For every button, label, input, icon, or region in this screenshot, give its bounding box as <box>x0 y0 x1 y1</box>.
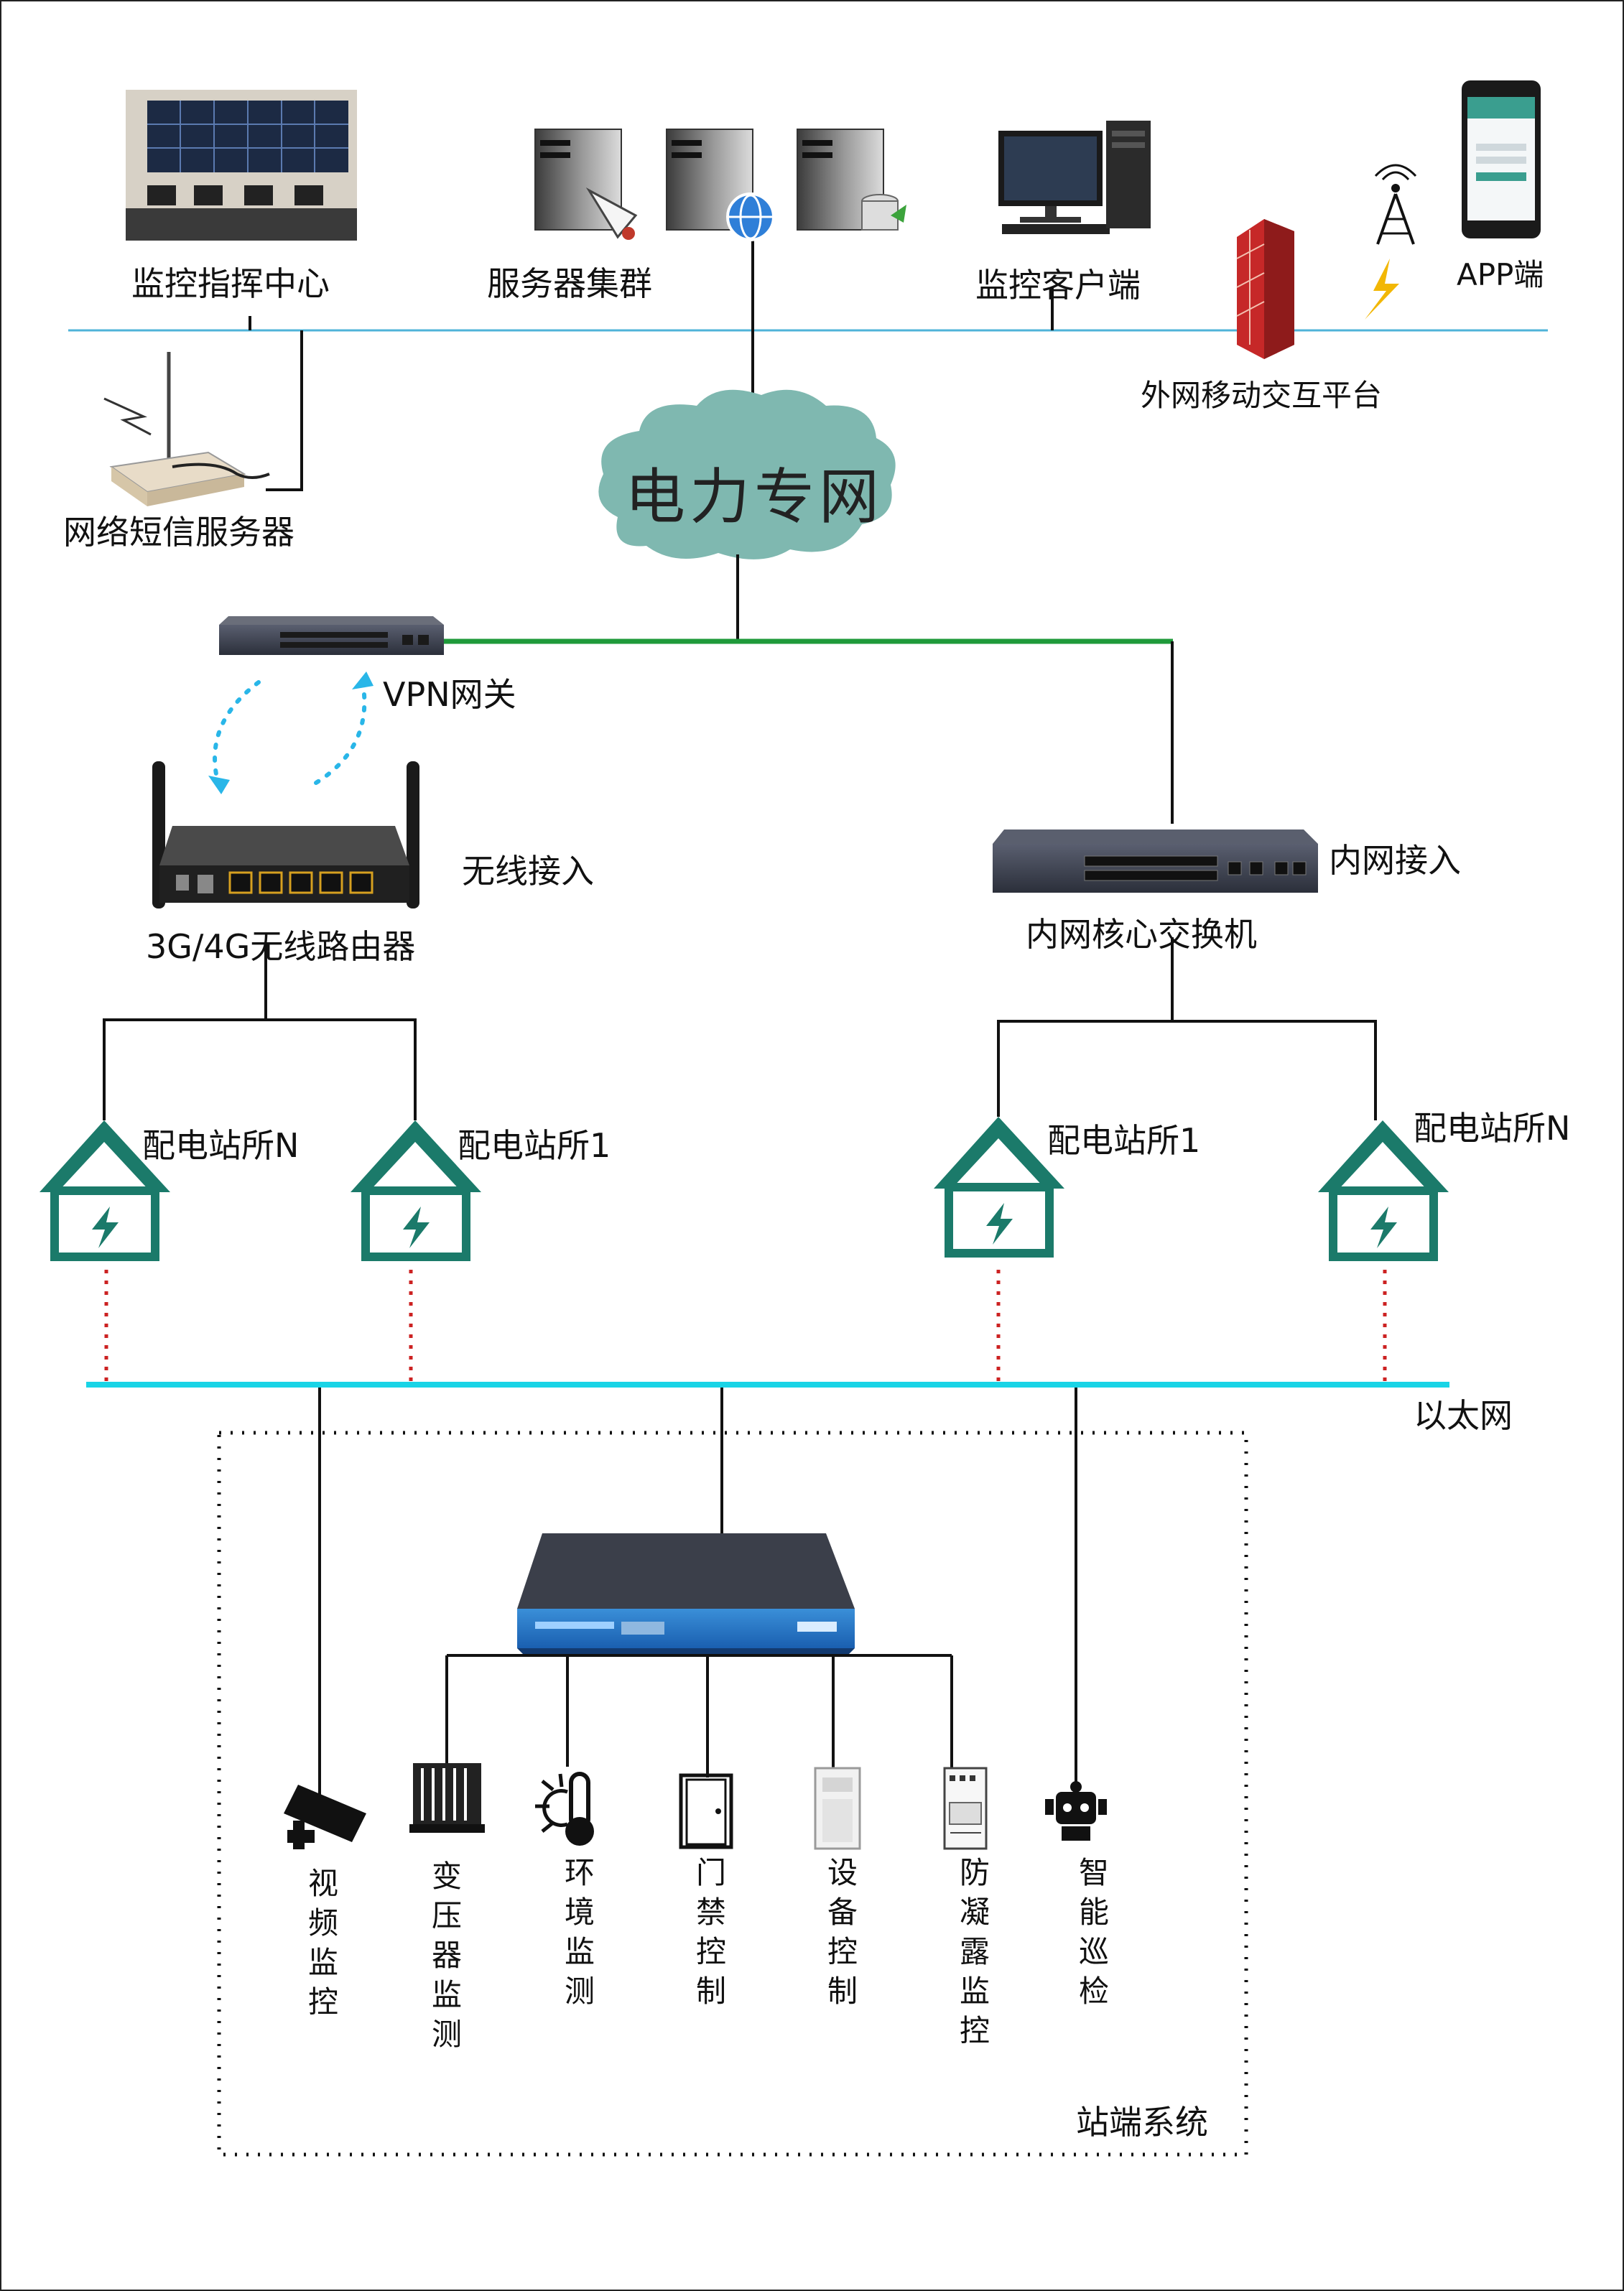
ethernet-feeders <box>318 1388 1077 1799</box>
air-conditioner-icon <box>814 1767 861 1850</box>
power-network-cloud <box>598 389 896 559</box>
station-label-4: 配电站所N <box>1414 1109 1571 1148</box>
vpn-gateway-icon <box>219 616 444 655</box>
server-cluster-label: 服务器集群 <box>487 264 652 303</box>
server-icon-1 <box>534 129 638 240</box>
sensor-label-robot: 智能巡检 <box>1078 1855 1109 2009</box>
sensor-label-video: 视频监控 <box>307 1866 338 2020</box>
camera-icon <box>284 1785 366 1849</box>
router-label: 3G/4G无线路由器 <box>146 927 416 966</box>
arrow-head-up <box>352 672 373 689</box>
core-switch-icon <box>993 830 1318 893</box>
station-tree-lines <box>103 937 1377 1120</box>
app-label: APP端 <box>1457 257 1544 292</box>
monitor-client-pc-icon <box>998 121 1151 234</box>
monitor-client-label: 监控客户端 <box>975 266 1141 305</box>
station-house-icon-1 <box>40 1120 170 1261</box>
wireless-access-label: 无线接入 <box>462 852 594 891</box>
arrow-head-down <box>208 776 230 794</box>
station-house-icon-2 <box>351 1120 481 1261</box>
sms-server-icon <box>103 352 270 506</box>
server-icon-2 <box>666 129 775 241</box>
core-switch-label: 内网核心交换机 <box>1026 915 1257 954</box>
station-label-2: 配电站所1 <box>458 1126 611 1165</box>
command-center-label: 监控指挥中心 <box>131 264 330 303</box>
station-label-1: 配电站所N <box>142 1126 300 1165</box>
thermometer-icon <box>535 1772 594 1846</box>
transformer-icon <box>409 1763 485 1833</box>
rtu-sensor-bus <box>445 1654 953 1778</box>
router-icon <box>152 761 419 908</box>
door-icon <box>679 1773 733 1849</box>
vpn-gateway-label: VPN网关 <box>383 675 516 714</box>
app-phone-icon <box>1462 80 1541 238</box>
sensor-label-door: 门禁控制 <box>695 1855 726 2009</box>
wireless-dashed-arrows <box>213 680 367 789</box>
station-house-icon-3 <box>934 1117 1064 1258</box>
sensor-label-condensation: 防凝露监控 <box>959 1855 990 2048</box>
station-house-icon-4 <box>1318 1120 1449 1261</box>
station-system-label: 站端系统 <box>1076 2103 1208 2142</box>
robot-icon <box>1045 1781 1107 1841</box>
lightning-icon <box>1365 259 1399 320</box>
sms-server-label: 网络短信服务器 <box>63 513 294 552</box>
server-icon-3 <box>797 129 906 231</box>
intranet-access-label: 内网接入 <box>1329 841 1461 880</box>
ethernet-label: 以太网 <box>1414 1396 1513 1435</box>
power-network-label: 电力专网 <box>625 462 884 532</box>
station-ethernet-drops <box>104 1270 1387 1382</box>
station-label-3: 配电站所1 <box>1047 1121 1201 1160</box>
external-platform-label: 外网移动交互平台 <box>1141 378 1383 413</box>
sensor-label-transformer: 变压器监测 <box>431 1859 462 2052</box>
cabinet-icon <box>943 1767 988 1850</box>
signal-tower-icon <box>1374 164 1417 245</box>
command-center-image <box>126 90 357 241</box>
sensor-label-device: 设备控制 <box>827 1855 858 2009</box>
firewall-icon <box>1236 219 1294 359</box>
sensor-label-environment: 环境监测 <box>564 1855 595 2009</box>
rtu-device-icon <box>517 1533 855 1655</box>
